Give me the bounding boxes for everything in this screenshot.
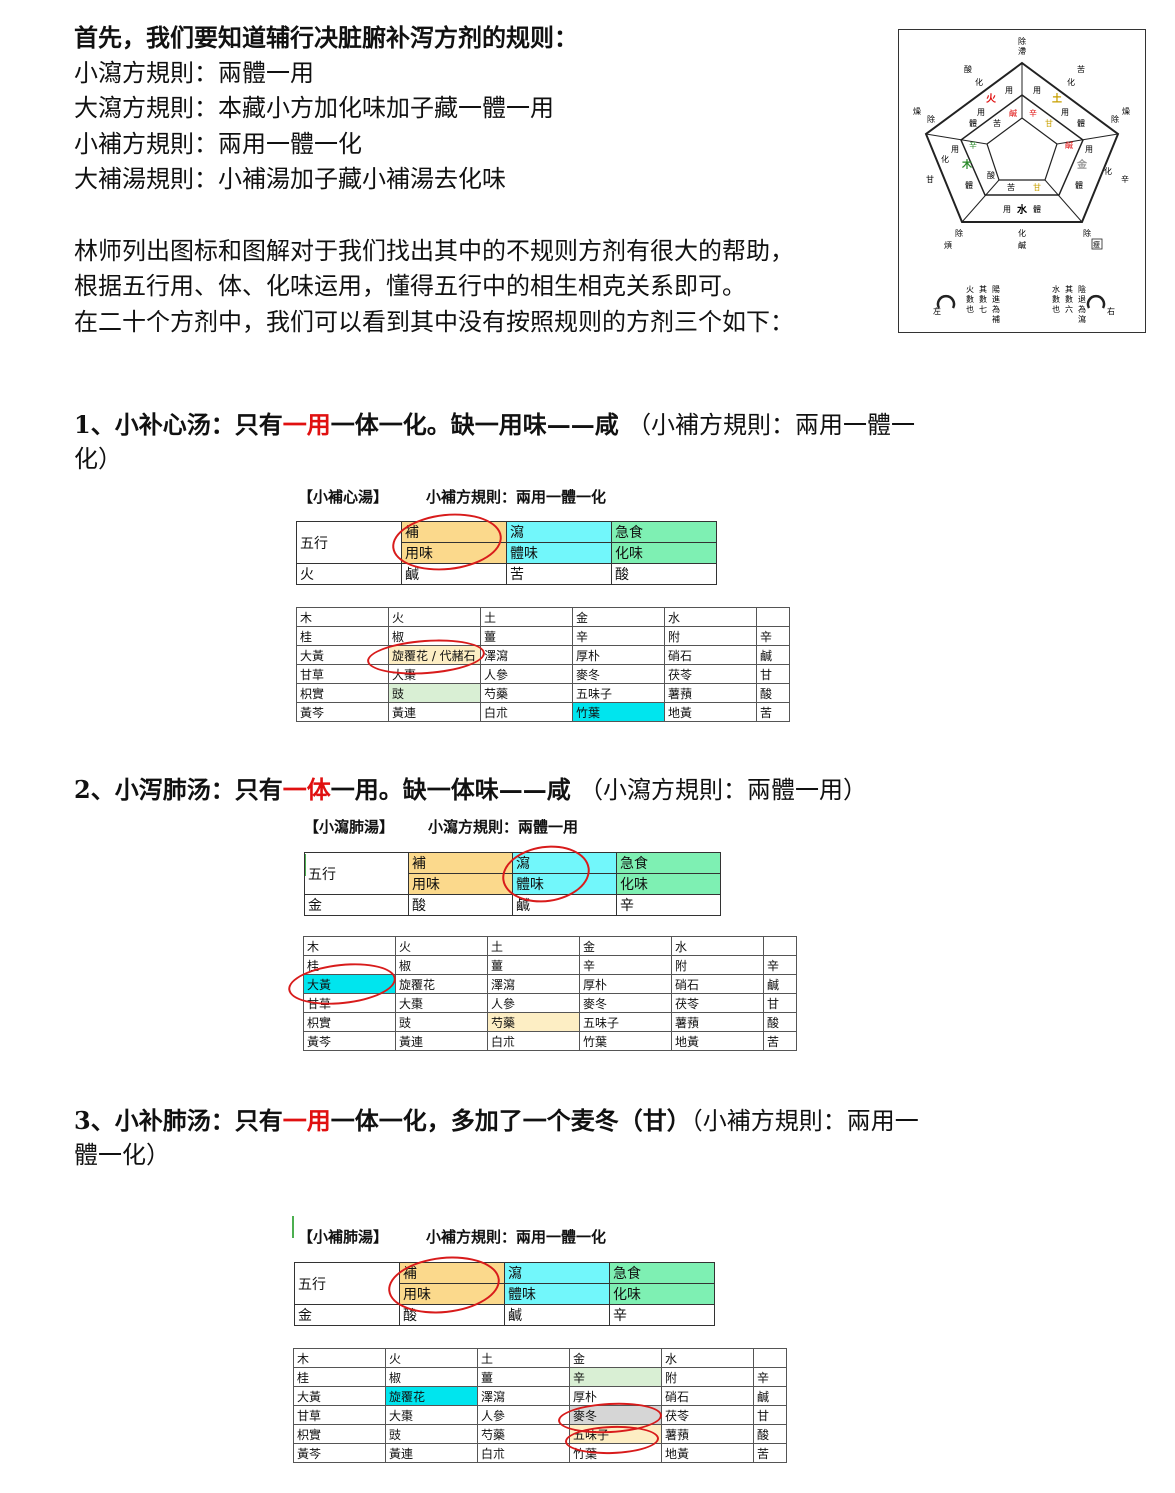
svg-text:其: 其	[1065, 285, 1073, 294]
section2-box-title: 【小瀉肺湯】小瀉方規則：兩體一用	[304, 818, 579, 836]
svg-text:用: 用	[977, 108, 985, 117]
section3-herb-grid: 木火土金水 桂椒薑辛附辛 大黃旋覆花澤瀉厚朴硝石鹹 甘草大棗人參麥冬茯苓甘 枳實…	[293, 1348, 787, 1463]
rule-small-tonify: 小補方規則：兩用一體一化	[74, 129, 362, 158]
section3-box-title: 【小補肺湯】小補方規則：兩用一體一化	[298, 1228, 607, 1246]
svg-text:退: 退	[1078, 295, 1086, 304]
svg-text:酸: 酸	[987, 170, 995, 180]
svg-text:數: 數	[979, 294, 987, 304]
svg-text:甘: 甘	[1033, 182, 1041, 192]
diagram-left-word: 左	[933, 306, 941, 316]
pentagon-chart: 除 滯 酸化 苦化 燥除 燥除 用用 火 土 用用 苦鹹 辛甘 體體 辛 木 鹹…	[913, 36, 1130, 324]
svg-text:火: 火	[986, 93, 997, 105]
svg-text:體: 體	[965, 180, 973, 190]
svg-text:除: 除	[927, 114, 935, 124]
intro-para-2: 根据五行用、体、化味运用，懂得五行中的相生相克关系即可。	[74, 272, 746, 300]
diagram-top-2: 滯	[1018, 46, 1026, 56]
section1-box-title: 【小補心湯】小補方規則：兩用一體一化	[298, 488, 607, 506]
svg-text:鹹: 鹹	[1018, 240, 1026, 250]
svg-text:化: 化	[1067, 77, 1075, 87]
svg-text:金: 金	[1076, 158, 1088, 171]
svg-text:化: 化	[1104, 166, 1112, 176]
svg-text:其: 其	[979, 285, 987, 294]
svg-text:甘: 甘	[1045, 118, 1053, 128]
intro-para-1: 林师列出图标和图解对于我们找出其中的不规则方剂有很大的帮助，	[74, 236, 794, 265]
svg-text:辛: 辛	[969, 140, 977, 150]
diagram-top-1: 除	[1018, 36, 1026, 46]
svg-text:體: 體	[1033, 204, 1041, 214]
svg-text:補: 補	[992, 314, 1000, 324]
svg-text:辛: 辛	[1121, 174, 1129, 184]
section2-herb-grid: 木火土金水 桂椒薑辛附辛 大黃旋覆花澤瀉厚朴硝石鹹 甘草大棗人參麥冬茯苓甘 枳實…	[303, 936, 797, 1051]
svg-text:體: 體	[1077, 118, 1085, 128]
five-elements-diagram: 除 滯 酸化 苦化 燥除 燥除 用用 火 土 用用 苦鹹 辛甘 體體 辛 木 鹹…	[898, 29, 1146, 333]
svg-text:用: 用	[1033, 86, 1041, 95]
svg-text:數: 數	[1052, 294, 1060, 304]
svg-text:水: 水	[1052, 284, 1060, 294]
svg-text:七: 七	[979, 305, 987, 314]
svg-text:用: 用	[1003, 205, 1011, 214]
svg-text:化: 化	[1018, 228, 1026, 238]
svg-text:辛: 辛	[1029, 108, 1037, 118]
svg-text:苦: 苦	[993, 118, 1001, 128]
section1-rule-table: 五行 補 瀉 急食 用味 體味 化味 火鹹 苦酸	[296, 521, 717, 585]
svg-text:用: 用	[951, 145, 959, 154]
svg-text:也: 也	[1052, 304, 1060, 314]
section2-heading: 2、小泻肺汤：只有一体一用。缺一体味——咸 （小瀉方規則：兩體一用）	[74, 775, 868, 804]
svg-text:除: 除	[1111, 114, 1119, 124]
section1-heading: 1、小补心汤：只有一用一体一化。缺一用味——咸 （小補方規則：兩用一體一 化）	[74, 410, 916, 473]
section1-herb-grid: 木火土金水 桂椒薑辛附辛 大黃旋覆花 / 代赭石澤瀉厚朴硝石鹹 甘草大棗人參麥冬…	[296, 607, 790, 722]
intro-text: 首先，我们要知道辅行决脏腑补泻方剂的规则： 小瀉方規則：兩體一用 大瀉方規則：本…	[74, 20, 894, 340]
svg-text:用: 用	[1085, 145, 1093, 154]
svg-text:用: 用	[1005, 86, 1013, 95]
svg-text:木: 木	[961, 158, 973, 171]
svg-text:除: 除	[1083, 228, 1091, 238]
svg-text:為: 為	[992, 304, 1000, 314]
section3-heading: 3、小补肺汤：只有一用一体一化，多加了一个麦冬（甘）（小補方規則：兩用一 體一化…	[74, 1106, 919, 1169]
svg-text:鹹: 鹹	[1009, 108, 1017, 118]
svg-text:燥: 燥	[913, 107, 921, 116]
svg-text:苦: 苦	[1077, 64, 1085, 74]
svg-text:體: 體	[969, 118, 977, 128]
rule-large-purge: 大瀉方規則：本藏小方加化味加子藏一體一用	[74, 94, 554, 122]
svg-text:數: 數	[1065, 294, 1073, 304]
svg-text:除: 除	[955, 228, 963, 238]
svg-text:用: 用	[1061, 108, 1069, 117]
svg-text:陰: 陰	[1078, 284, 1086, 294]
svg-text:也: 也	[966, 304, 974, 314]
svg-text:火: 火	[966, 285, 974, 294]
section2-rule-table: 五行 補 瀉 急食 用味 體味 化味 金酸 鹹辛	[304, 852, 721, 916]
svg-text:陽: 陽	[992, 285, 1000, 294]
svg-text:煩: 煩	[944, 240, 952, 250]
intro-para-3: 在二十个方剂中，我们可以看到其中没有按照规则的方剂三个如下：	[74, 307, 794, 336]
diagram-seal: 瘦	[1093, 240, 1100, 249]
svg-text:酸: 酸	[964, 64, 972, 74]
svg-text:甘: 甘	[926, 174, 934, 184]
section3-rule-table: 五行 補 瀉 急食 用味 體味 化味 金酸 鹹辛	[294, 1262, 715, 1326]
svg-text:體: 體	[1075, 180, 1083, 190]
diagram-right-word: 右	[1107, 306, 1115, 316]
svg-text:苦: 苦	[1007, 182, 1015, 192]
svg-text:化: 化	[941, 154, 949, 164]
rule-small-purge: 小瀉方規則：兩體一用	[74, 58, 314, 87]
svg-text:化: 化	[975, 77, 983, 87]
svg-text:為: 為	[1078, 304, 1086, 314]
svg-text:瀉: 瀉	[1078, 314, 1086, 324]
svg-text:鹹: 鹹	[1065, 140, 1073, 150]
svg-text:進: 進	[992, 295, 1000, 304]
svg-text:數: 數	[966, 294, 974, 304]
rule-large-tonify: 大補湯規則：小補湯加子藏小補湯去化味	[74, 165, 506, 193]
svg-text:土: 土	[1052, 92, 1062, 105]
intro-heading: 首先，我们要知道辅行决脏腑补泻方剂的规则：	[74, 23, 578, 52]
svg-text:燥: 燥	[1122, 107, 1130, 116]
svg-text:水: 水	[1016, 203, 1028, 216]
svg-text:六: 六	[1065, 304, 1073, 314]
